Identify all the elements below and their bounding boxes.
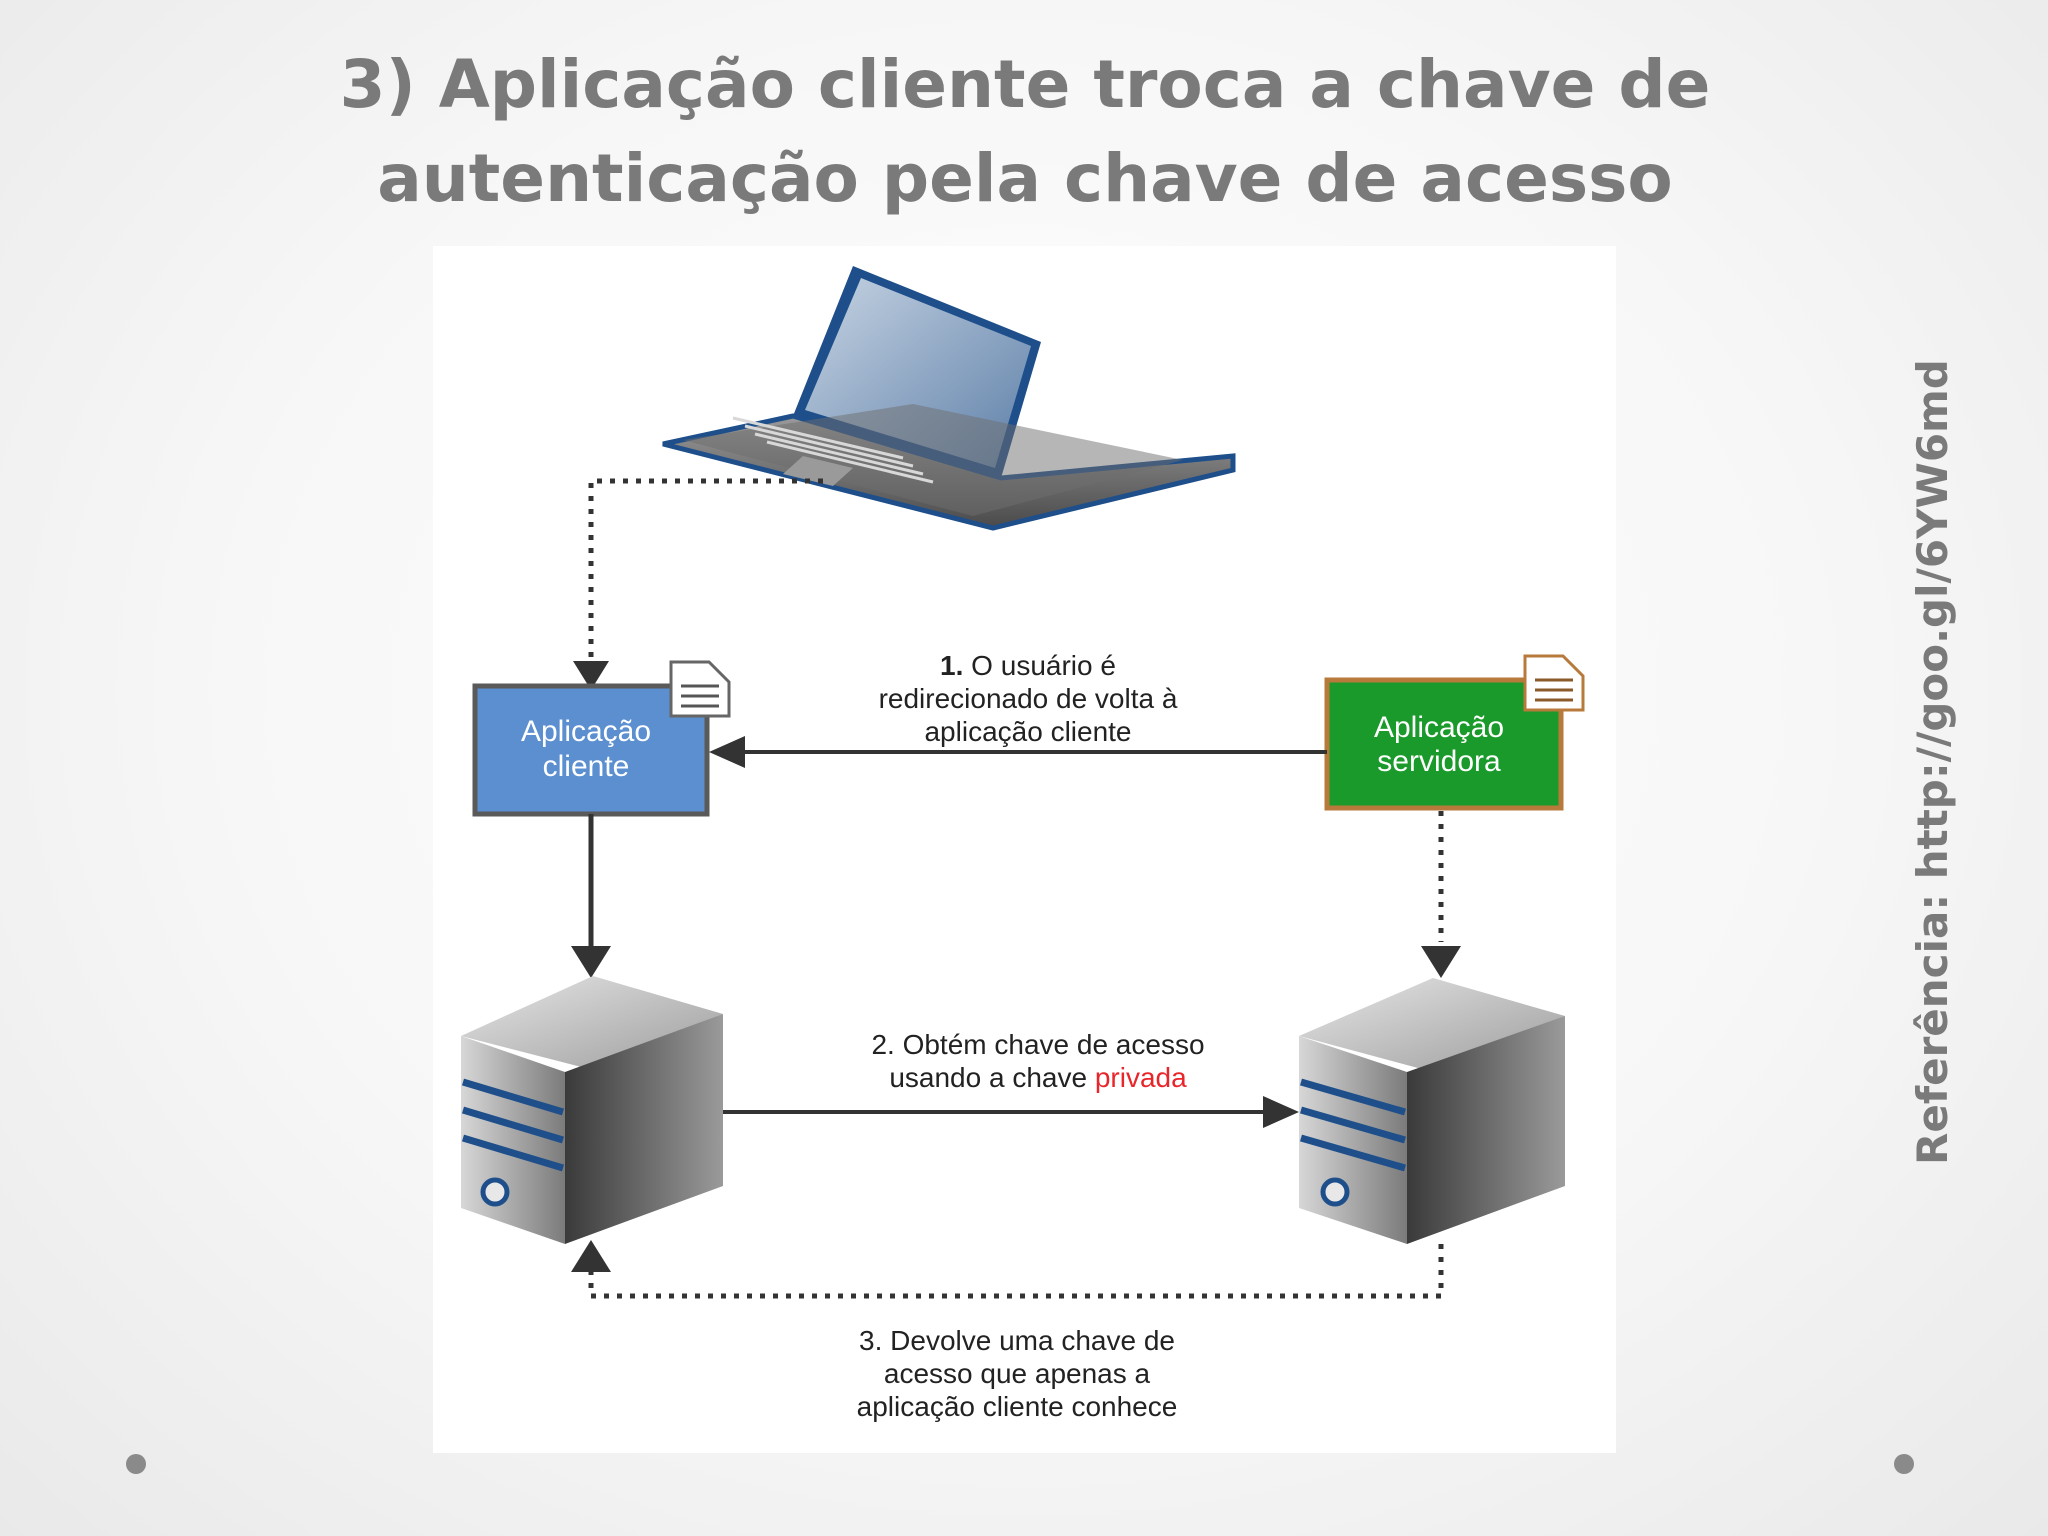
step-3-text-2: acesso que apenas a: [884, 1358, 1151, 1389]
laptop-icon: [662, 266, 1236, 531]
client-app-label-1: Aplicação: [521, 715, 651, 748]
connector-laptop-to-client: [573, 478, 823, 690]
step-2-highlight: privada: [1095, 1062, 1187, 1093]
client-app-label-2: cliente: [543, 750, 630, 783]
connector-server-app-to-server: [1421, 811, 1461, 978]
step-1-text-2: redirecionado de volta à: [879, 683, 1178, 714]
document-icon: [1523, 654, 1585, 712]
step-2-text-2a: usando a chave: [889, 1062, 1095, 1093]
arrow-step-2: [723, 1096, 1299, 1128]
slide-title-line-1: 3) Aplicação cliente troca a chave de: [339, 46, 1711, 123]
diagram-canvas: Aplicação cliente Aplicação servidora 1.…: [461, 266, 1585, 1422]
step-2-text-1: 2. Obtém chave de acesso: [871, 1029, 1204, 1060]
step-1-number: 1.: [940, 650, 963, 681]
server-app-label-1: Aplicação: [1374, 711, 1504, 744]
step-1-text-1: O usuário é: [963, 650, 1116, 681]
slide-title-line-2: autenticação pela chave de acesso: [377, 140, 1673, 217]
arrow-step-1: [709, 736, 1327, 768]
server-app-label-2: servidora: [1377, 745, 1501, 778]
slide-title: 3) Aplicação cliente troca a chave de au…: [260, 38, 1790, 226]
step-1-text-3: aplicação cliente: [924, 716, 1131, 747]
server-icon: [1299, 978, 1565, 1244]
step-3-text-1: 3. Devolve uma chave de: [859, 1325, 1175, 1356]
server-icon: [461, 976, 723, 1244]
step-1-label: 1. O usuário é: [940, 650, 1116, 681]
slide-bullet-dot-right: [1894, 1454, 1914, 1474]
arrow-step-3: [571, 1240, 1444, 1299]
step-2-text-2: usando a chave privada: [889, 1062, 1187, 1093]
server-app-box: Aplicação servidora: [1324, 677, 1564, 811]
connector-client-to-server: [571, 814, 611, 978]
oauth-diagram: Aplicação cliente Aplicação servidora 1.…: [433, 246, 1616, 1453]
slide-bullet-dot-left: [126, 1454, 146, 1474]
document-icon: [669, 660, 731, 718]
step-3-text-3: aplicação cliente conhece: [857, 1391, 1178, 1422]
reference-text: Referência: http://goo.gl/6YW6md: [1908, 359, 1957, 1165]
